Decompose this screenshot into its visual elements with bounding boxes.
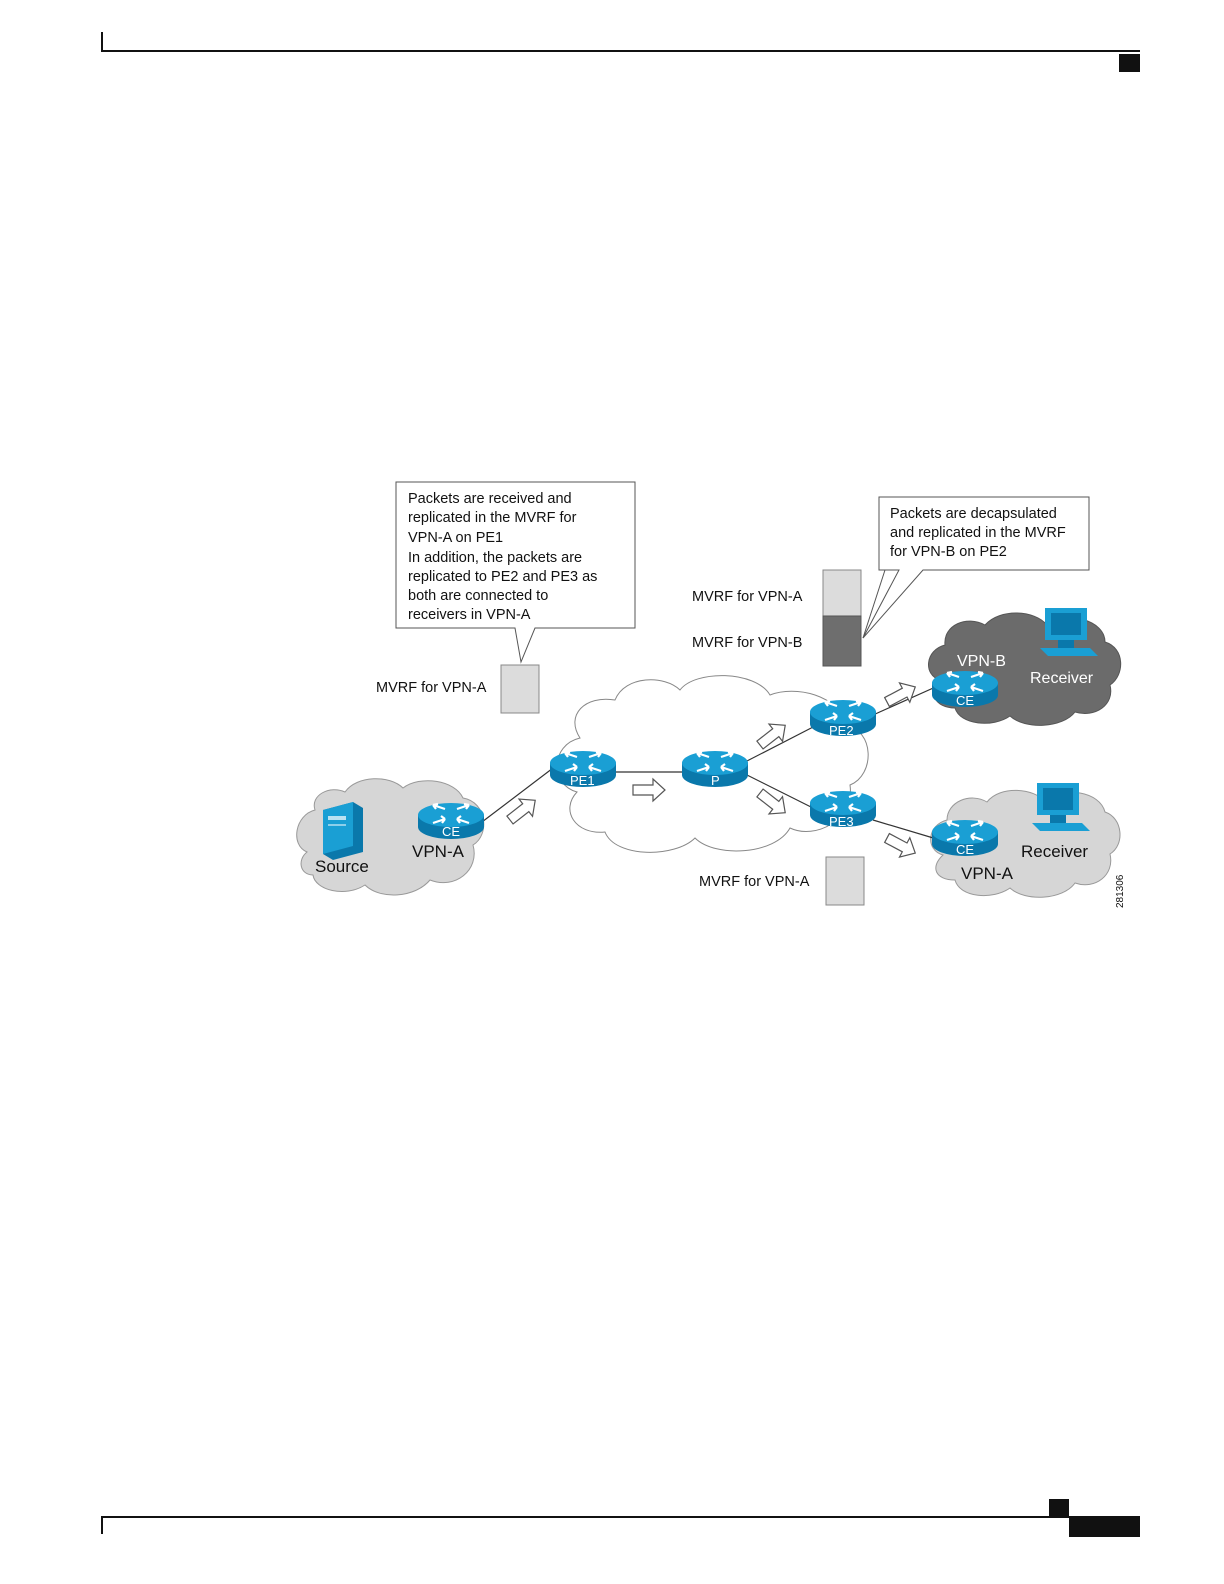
flow-arrow	[756, 788, 786, 815]
mvrf-box-pe1	[500, 664, 540, 714]
router-label: PE1	[570, 773, 595, 788]
flow-arrow	[883, 832, 917, 859]
mvrf-label-pe3: MVRF for VPN-A	[699, 874, 810, 890]
router-pe1: PE1	[550, 750, 616, 788]
router-label: P	[711, 773, 720, 788]
router-label: PE2	[829, 723, 854, 738]
footer-rule	[101, 1516, 1140, 1518]
flow-arrows	[506, 681, 917, 859]
source-vpn-label: VPN-A	[412, 842, 465, 861]
server-icon	[323, 802, 363, 860]
header-tick	[101, 32, 103, 52]
mvrf-box-pe2-vpna	[822, 569, 862, 617]
flow-arrow	[632, 777, 666, 803]
callout-pe1-line: In addition, the packets are	[408, 550, 582, 566]
vpna-receiver-label: Receiver	[1021, 842, 1088, 861]
callout-pe1-line: replicated in the MVRF for	[408, 510, 577, 526]
flow-arrow	[883, 681, 917, 708]
links	[477, 684, 941, 841]
router-pe2: PE2	[810, 699, 876, 738]
page-number-bar	[1069, 1518, 1140, 1537]
source-label: Source	[315, 857, 369, 876]
mvrf-label-pe2-vpnb: MVRF for VPN-B	[692, 635, 802, 651]
callout-pe1-line: VPN-A on PE1	[408, 530, 503, 546]
mvrf-box-pe3	[825, 856, 865, 906]
vpnb-label: VPN-B	[957, 653, 1006, 670]
router-ce-source: CE	[418, 802, 484, 839]
header-marker	[1119, 54, 1140, 72]
footer-tick	[101, 1518, 103, 1534]
mvrf-box-pe2-vpnb	[822, 615, 862, 667]
callout-pe1-line: replicated to PE2 and PE3 as	[408, 569, 597, 585]
callout-pe1-line: both are connected to	[408, 588, 548, 604]
callout-pe2-line: Packets are decapsulated	[890, 506, 1057, 522]
callout-pe2: Packets are decapsulated and replicated …	[862, 496, 1090, 639]
vpnb-receiver-label: Receiver	[1030, 670, 1094, 687]
mvrf-label-pe2-vpna: MVRF for VPN-A	[692, 589, 803, 605]
callout-pe2-line: and replicated in the MVRF	[890, 525, 1066, 541]
router-label: PE3	[829, 814, 854, 829]
callout-pe1: Packets are received and replicated in t…	[395, 481, 636, 664]
header-rule	[101, 50, 1140, 52]
callout-pe1-line: receivers in VPN-A	[408, 607, 531, 623]
router-label: CE	[956, 693, 974, 708]
figure-id: 281306	[1115, 874, 1125, 908]
workstation-icon	[1032, 783, 1090, 831]
router-label: CE	[956, 842, 974, 857]
flow-arrow	[756, 723, 786, 750]
vpna-cloud	[930, 789, 1121, 898]
footer-marker	[1049, 1499, 1069, 1517]
router-label: CE	[442, 824, 460, 839]
flow-arrow	[506, 798, 536, 825]
router-ce-vpna: CE	[932, 819, 998, 857]
workstation-icon	[1040, 608, 1098, 656]
router-ce-vpnb: CE	[932, 670, 998, 708]
mvpn-diagram: MVRF for VPN-A MVRF for VPN-A MVRF for V…	[296, 481, 1125, 908]
callout-pe2-line: for VPN-B on PE2	[890, 544, 1007, 560]
callout-pe1-line: Packets are received and	[408, 491, 572, 507]
router-pe3: PE3	[810, 790, 876, 829]
mvrf-label-pe1: MVRF for VPN-A	[376, 680, 487, 696]
vpna-label: VPN-A	[961, 864, 1014, 883]
router-p: P	[682, 750, 748, 788]
